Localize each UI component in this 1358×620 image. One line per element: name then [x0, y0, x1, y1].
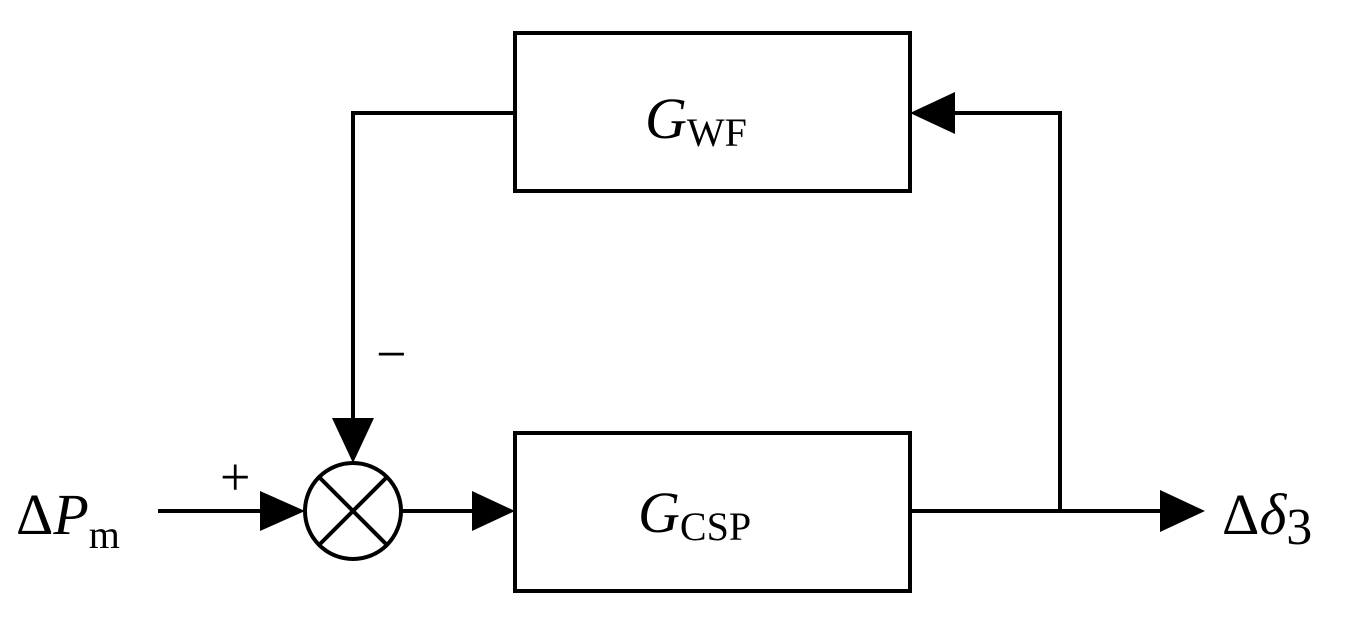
minus-sign: −	[376, 324, 406, 384]
summing-junction-cross-b	[317, 475, 389, 547]
feedback-return-line	[351, 111, 515, 420]
input-arrowhead	[260, 491, 305, 531]
input-symbol: P	[52, 482, 88, 547]
forward-block-symbol: G	[638, 480, 680, 545]
plus-sign: +	[220, 447, 250, 507]
feedback-return-arrowhead	[332, 418, 374, 463]
feedback-block-subscript: WF	[687, 110, 747, 155]
input-subscript: m	[89, 512, 120, 557]
output-arrowhead	[1160, 490, 1205, 532]
forward-block-label: GCSP	[638, 480, 751, 549]
feedback-block	[513, 31, 912, 193]
forward-block-subscript: CSP	[680, 504, 751, 549]
input-delta: Δ	[16, 482, 53, 547]
error-signal-arrowhead	[472, 491, 515, 531]
feedback-block-label: GWF	[645, 86, 747, 155]
output-delta: Δ	[1222, 482, 1259, 547]
output-symbol: δ	[1259, 482, 1287, 547]
feedback-block-input-arrowhead	[910, 92, 955, 134]
input-label: ΔPm	[16, 482, 120, 557]
output-subscript: 3	[1286, 499, 1312, 556]
feedback-block-symbol: G	[645, 86, 687, 151]
output-label: Δδ3	[1222, 482, 1312, 556]
feedback-branch-line	[954, 111, 1062, 511]
